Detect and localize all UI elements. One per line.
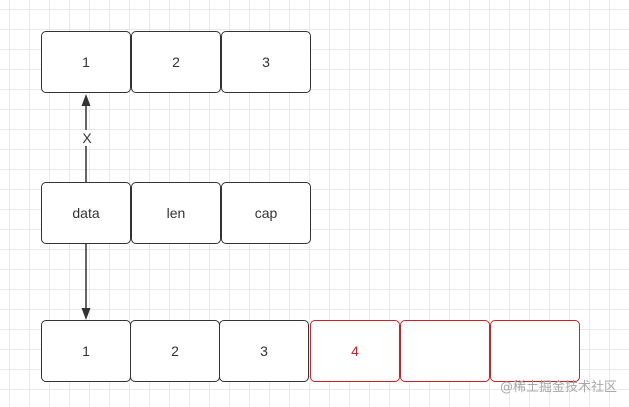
old-array-cell-1: 2 xyxy=(131,31,221,93)
new-array-cell-2: 3 xyxy=(219,320,309,382)
slice-header-len-field: len xyxy=(131,182,221,244)
old-pointer-arrowhead xyxy=(81,94,91,106)
old-array-cell-2: 3 xyxy=(221,31,311,93)
new-pointer-arrowhead xyxy=(81,308,91,320)
new-array-cell-4 xyxy=(400,320,490,382)
watermark: @稀土掘金技术社区 xyxy=(499,380,617,395)
broken-link-mark: X xyxy=(80,130,94,146)
old-array-cell-0: 1 xyxy=(41,31,131,93)
slice-header-cap-field: cap xyxy=(221,182,311,244)
slice-header-data-field: data xyxy=(41,182,131,244)
new-array-cell-0: 1 xyxy=(41,320,131,382)
new-array-cell-1: 2 xyxy=(130,320,220,382)
new-array-cell-3: 4 xyxy=(310,320,400,382)
new-array-cell-5 xyxy=(490,320,580,382)
